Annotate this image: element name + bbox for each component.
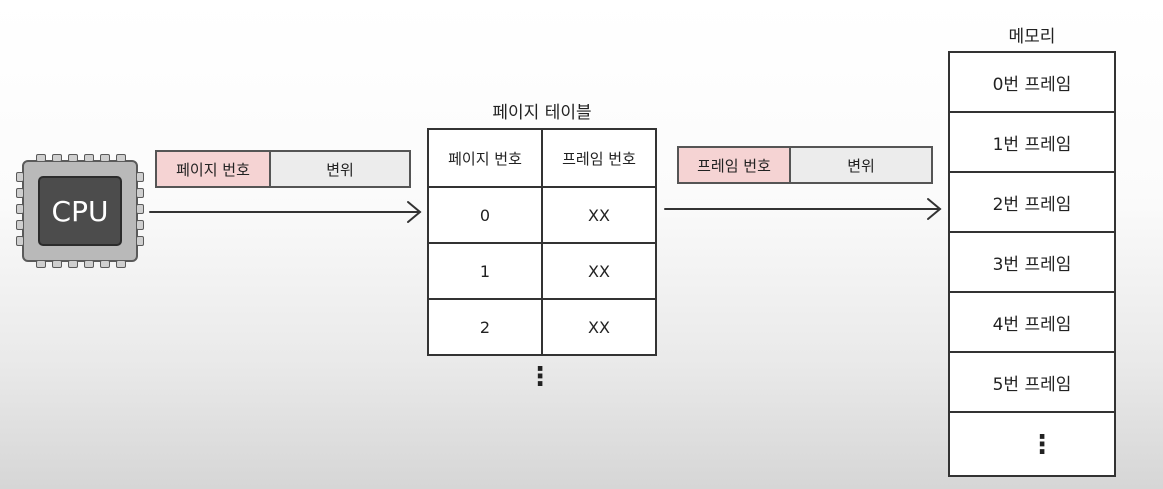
memory-frame: 5번 프레임 bbox=[950, 353, 1114, 413]
cpu-pin bbox=[36, 260, 46, 268]
physical-address-box: 프레임 번호 변위 bbox=[677, 146, 933, 184]
page-table: 페이지 번호 프레임 번호 0 XX 1 XX 2 XX bbox=[427, 128, 657, 356]
memory-title: 메모리 bbox=[1008, 27, 1056, 47]
arrowhead-table-to-memory bbox=[927, 198, 942, 220]
memory-continuation: ⋮ bbox=[1029, 430, 1055, 460]
table-row: 1 XX bbox=[427, 242, 657, 300]
cpu-pin bbox=[16, 188, 24, 198]
cpu-pin bbox=[136, 172, 144, 182]
cpu-pin bbox=[52, 154, 62, 162]
cpu-pin bbox=[16, 220, 24, 230]
memory-frame: 3번 프레임 bbox=[950, 233, 1114, 293]
page-table-header-frame: 프레임 번호 bbox=[541, 128, 657, 188]
page-table-frame: XX bbox=[541, 298, 657, 356]
cpu-pin bbox=[16, 204, 24, 214]
cpu-pin bbox=[136, 220, 144, 230]
cpu-pin bbox=[136, 204, 144, 214]
table-row: 2 XX bbox=[427, 298, 657, 356]
cpu-pin bbox=[100, 154, 110, 162]
cpu-pin bbox=[52, 260, 62, 268]
cpu-pin bbox=[84, 260, 94, 268]
cpu-pin bbox=[16, 236, 24, 246]
cpu-label: CPU bbox=[38, 176, 122, 246]
page-table-header-page: 페이지 번호 bbox=[427, 128, 543, 188]
page-table-page: 1 bbox=[427, 242, 543, 300]
page-table-continuation: ⋮ bbox=[527, 362, 553, 392]
cpu-chip: CPU bbox=[22, 160, 138, 262]
cpu-pin bbox=[16, 172, 24, 182]
logical-page-number: 페이지 번호 bbox=[157, 152, 271, 186]
physical-offset: 변위 bbox=[847, 156, 875, 175]
arrowhead-cpu-to-table bbox=[407, 201, 422, 223]
cpu-pin bbox=[36, 154, 46, 162]
memory-frame: 0번 프레임 bbox=[950, 53, 1114, 113]
cpu-pin bbox=[84, 154, 94, 162]
page-table-page: 0 bbox=[427, 186, 543, 244]
cpu-pin bbox=[68, 260, 78, 268]
cpu-pin bbox=[116, 154, 126, 162]
memory-frame: 1번 프레임 bbox=[950, 113, 1114, 173]
logical-address-box: 페이지 번호 변위 bbox=[155, 150, 411, 188]
memory: 0번 프레임 1번 프레임 2번 프레임 3번 프레임 4번 프레임 5번 프레… bbox=[948, 51, 1116, 477]
memory-frame: 4번 프레임 bbox=[950, 293, 1114, 353]
table-row: 0 XX bbox=[427, 186, 657, 244]
cpu-pin bbox=[100, 260, 110, 268]
memory-frame: 2번 프레임 bbox=[950, 173, 1114, 233]
logical-offset: 변위 bbox=[326, 160, 354, 179]
physical-frame-number: 프레임 번호 bbox=[679, 148, 791, 182]
page-table-header-row: 페이지 번호 프레임 번호 bbox=[427, 128, 657, 188]
cpu-pin bbox=[68, 154, 78, 162]
page-table-frame: XX bbox=[541, 186, 657, 244]
cpu-pin bbox=[136, 236, 144, 246]
cpu-pin bbox=[116, 260, 126, 268]
page-table-frame: XX bbox=[541, 242, 657, 300]
cpu-pin bbox=[136, 188, 144, 198]
page-table-page: 2 bbox=[427, 298, 543, 356]
page-table-title: 페이지 테이블 bbox=[492, 103, 592, 123]
